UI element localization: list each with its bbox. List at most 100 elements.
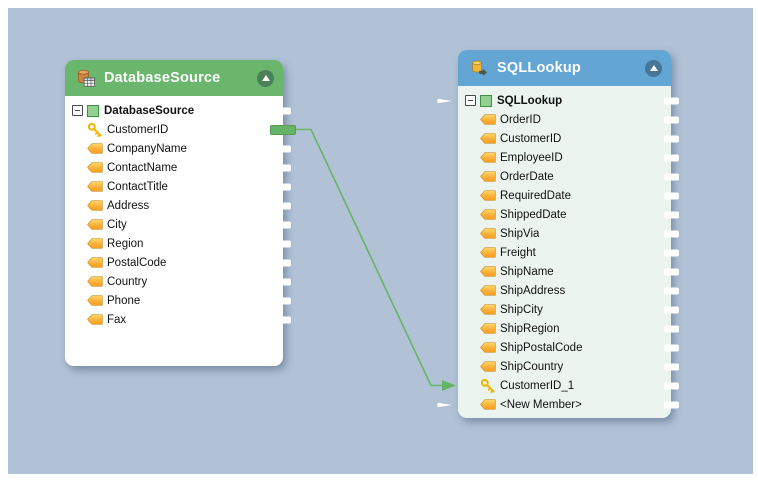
tree-root-row[interactable]: SQLLookup: [436, 91, 679, 110]
node-database-source[interactable]: DatabaseSource DatabaseSource CustomerID…: [65, 60, 296, 366]
output-port[interactable]: [663, 135, 679, 142]
member-tag-icon: [480, 323, 497, 334]
expander-minus-icon[interactable]: [72, 105, 83, 116]
field-row[interactable]: ShippedDate: [465, 205, 679, 224]
field-label: ContactName: [107, 161, 178, 174]
output-port[interactable]: [663, 116, 679, 123]
output-port[interactable]: [275, 278, 291, 285]
field-row[interactable]: EmployeeID: [465, 148, 679, 167]
field-label: RequiredDate: [500, 189, 571, 202]
member-tag-icon: [480, 399, 497, 410]
field-row[interactable]: ShipRegion: [465, 319, 679, 338]
output-port[interactable]: [663, 382, 679, 389]
field-row[interactable]: ContactTitle: [72, 177, 291, 196]
collapse-button[interactable]: [257, 69, 274, 87]
field-row[interactable]: City: [72, 215, 291, 234]
output-port[interactable]: [663, 173, 679, 180]
output-port[interactable]: [270, 124, 296, 135]
field-row[interactable]: OrderDate: [465, 167, 679, 186]
output-port[interactable]: [275, 164, 291, 171]
field-label: CustomerID_1: [500, 379, 575, 392]
field-label: Phone: [107, 294, 141, 307]
expander-minus-icon[interactable]: [465, 95, 476, 106]
field-row[interactable]: OrderID: [465, 110, 679, 129]
node-header[interactable]: DatabaseSource: [65, 60, 283, 96]
field-row[interactable]: ShipPostalCode: [465, 338, 679, 357]
field-row[interactable]: ContactName: [72, 158, 291, 177]
output-port[interactable]: [663, 363, 679, 370]
field-row[interactable]: ShipName: [465, 262, 679, 281]
output-port[interactable]: [663, 287, 679, 294]
field-label: ShippedDate: [500, 208, 567, 221]
field-label: OrderID: [500, 113, 541, 126]
member-tag-icon: [87, 295, 104, 306]
output-port[interactable]: [275, 240, 291, 247]
member-tag-icon: [87, 162, 104, 173]
field-row[interactable]: CustomerID_1: [465, 376, 679, 395]
member-tag-icon: [480, 342, 497, 353]
output-port[interactable]: [275, 183, 291, 190]
field-label: CustomerID: [500, 132, 562, 145]
field-row[interactable]: Country: [72, 272, 291, 291]
field-row[interactable]: ShipCountry: [465, 357, 679, 376]
output-port[interactable]: [663, 154, 679, 161]
node-header[interactable]: SQLLookup: [458, 50, 671, 86]
field-row[interactable]: CustomerID: [465, 129, 679, 148]
field-row[interactable]: Address: [72, 196, 291, 215]
member-tag-icon: [87, 143, 104, 154]
field-row[interactable]: <New Member>: [436, 395, 679, 414]
output-port[interactable]: [663, 306, 679, 313]
output-port[interactable]: [663, 249, 679, 256]
field-row[interactable]: PostalCode: [72, 253, 291, 272]
field-row[interactable]: CustomerID: [72, 120, 296, 139]
field-label: ShipPostalCode: [500, 341, 583, 354]
output-port[interactable]: [663, 97, 679, 104]
field-row[interactable]: ShipVia: [465, 224, 679, 243]
output-port[interactable]: [663, 230, 679, 237]
output-port[interactable]: [275, 221, 291, 228]
node-sql-lookup[interactable]: SQLLookup SQLLookup OrderID CustomerID E…: [436, 50, 679, 418]
field-row[interactable]: Region: [72, 234, 291, 253]
member-tag-icon: [87, 219, 104, 230]
output-port[interactable]: [275, 259, 291, 266]
output-port[interactable]: [663, 211, 679, 218]
output-port[interactable]: [275, 316, 291, 323]
field-row[interactable]: Freight: [465, 243, 679, 262]
input-port-arrow-icon[interactable]: [436, 95, 456, 107]
member-tag-icon: [480, 247, 497, 258]
output-port[interactable]: [275, 297, 291, 304]
tree-root-row[interactable]: DatabaseSource: [72, 101, 291, 120]
field-row[interactable]: CompanyName: [72, 139, 291, 158]
collapse-button[interactable]: [645, 59, 662, 77]
field-label: Address: [107, 199, 150, 212]
field-row[interactable]: ShipAddress: [465, 281, 679, 300]
field-label: Fax: [107, 313, 127, 326]
field-label: ShipCity: [500, 303, 543, 316]
output-port[interactable]: [275, 202, 291, 209]
node-title: SQLLookup: [497, 60, 581, 76]
triangle-up-icon: [261, 74, 270, 81]
field-row[interactable]: RequiredDate: [465, 186, 679, 205]
field-row[interactable]: ShipCity: [465, 300, 679, 319]
output-port[interactable]: [663, 268, 679, 275]
field-label: PostalCode: [107, 256, 167, 269]
output-port[interactable]: [663, 401, 679, 408]
input-port-arrow-icon[interactable]: [436, 399, 456, 411]
field-label: ShipRegion: [500, 322, 560, 335]
tree-root-label: DatabaseSource: [104, 104, 195, 117]
triangle-up-icon: [649, 64, 658, 71]
member-tag-icon: [480, 209, 497, 220]
field-label: OrderDate: [500, 170, 554, 183]
field-row[interactable]: Fax: [72, 310, 291, 329]
member-tag-icon: [87, 314, 104, 325]
field-row[interactable]: Phone: [72, 291, 291, 310]
diagram-canvas[interactable]: DatabaseSource DatabaseSource CustomerID…: [8, 8, 753, 474]
member-tag-icon: [480, 361, 497, 372]
table-icon: [87, 104, 99, 117]
output-port[interactable]: [663, 325, 679, 332]
field-label: Freight: [500, 246, 536, 259]
output-port[interactable]: [275, 107, 291, 114]
output-port[interactable]: [663, 344, 679, 351]
output-port[interactable]: [663, 192, 679, 199]
output-port[interactable]: [275, 145, 291, 152]
